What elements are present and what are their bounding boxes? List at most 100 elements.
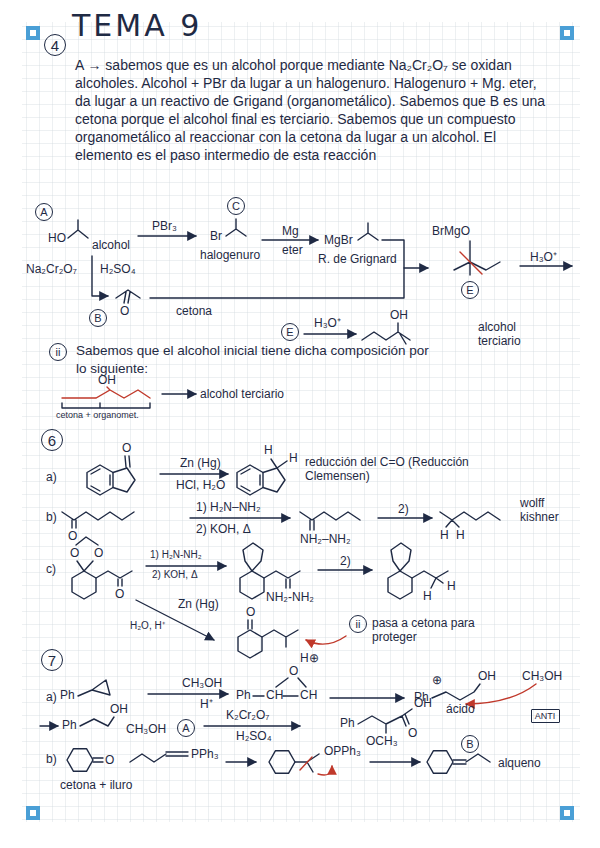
note-text: cetona [176, 304, 212, 318]
reaction-arrow [404, 267, 428, 268]
mark-text: A [182, 723, 189, 734]
note-text: 2) [398, 502, 409, 516]
bracket-line [150, 240, 404, 298]
reaction-arrow [162, 393, 196, 394]
note-text: H [423, 589, 432, 603]
reaction-arrow [226, 761, 256, 762]
note-text: H [440, 528, 449, 542]
reaction-arrow [190, 517, 290, 518]
note-text: O [68, 529, 77, 543]
red-arrow [318, 766, 332, 775]
reaction-arrow [520, 265, 572, 266]
note-text: a) [46, 690, 57, 704]
mark-text: 7 [48, 653, 56, 668]
circled-mark: B [461, 735, 479, 753]
note-text: alcohol terciario [200, 387, 284, 401]
note-text: Sabemos que el alcohol inicial tiene dic… [76, 342, 436, 378]
note-text: alcohol terciario [478, 320, 548, 349]
indanone-skeleton [91, 456, 135, 492]
note-text: CH₃OH [522, 669, 562, 683]
circled-mark: 4 [44, 34, 66, 56]
corner-mark [564, 810, 570, 816]
note-text: Na₂Cr₂O₇ [26, 262, 77, 276]
circled-mark: E [281, 323, 299, 341]
note-text: CH₃OH [182, 676, 222, 690]
carbonyl-bond [93, 758, 103, 762]
epoxide-skeleton [78, 680, 110, 696]
alkene-skeleton [453, 754, 490, 764]
red-arrow [306, 636, 346, 644]
note-text: Ph [62, 718, 77, 732]
note-text: cetona + iluro [60, 778, 132, 792]
note-text: Zn (Hg) [180, 456, 221, 470]
circled-mark: C [227, 197, 245, 215]
note-text: wolff kishner [520, 496, 582, 525]
note-text: HCl, H₂O [176, 478, 225, 492]
ylide-skeleton [130, 752, 188, 762]
note-text: OH [390, 308, 408, 322]
note-text: Zn (Hg) [178, 597, 219, 611]
note-text: MgBr [324, 233, 353, 247]
mark-text: A [40, 207, 47, 218]
alkane-skeleton [440, 512, 500, 527]
ketone-skeleton [116, 290, 140, 303]
reaction-arrow [370, 761, 420, 762]
note-text: H [289, 451, 298, 465]
mark-text: 4 [51, 38, 59, 53]
ketal-skeleton [76, 537, 132, 586]
mark-text: ii [56, 347, 61, 358]
note-text: c) [46, 562, 56, 576]
note-text: O [115, 587, 124, 601]
mark-text: C [232, 201, 240, 212]
note-text: R. de Grignard [318, 252, 397, 266]
mark-text: ii [356, 619, 361, 630]
grid-paper [22, 22, 580, 822]
circled-mark: ii [49, 343, 67, 361]
circled-mark: A [35, 203, 53, 221]
mark-text: B [466, 739, 473, 750]
mark-text: E [286, 327, 293, 338]
cyclohexane-ring [240, 571, 264, 599]
corner-mark [26, 26, 40, 40]
note-text: H₃O⁺ [314, 316, 341, 330]
note-text: H [447, 579, 456, 593]
note-text: ⊕ [432, 673, 442, 687]
page-title: TEMA 9 [72, 8, 202, 44]
red-slash [300, 757, 312, 770]
corner-mark [560, 806, 574, 820]
note-text: CH [300, 688, 317, 702]
note-text: H₂SO₄ [236, 729, 272, 743]
alcohol-skeleton [362, 323, 410, 344]
note-text: pasa a cetona para proteger [372, 616, 482, 645]
note-text: BrMgO [432, 224, 470, 238]
note-text: NH₂–NH₂ [300, 532, 351, 546]
note-text: PPh₃ [191, 747, 219, 761]
cyclohexanone-ring [67, 749, 93, 772]
red-slash [460, 252, 482, 274]
note-text: ácido [446, 702, 475, 716]
note-text: OH [110, 702, 128, 716]
ketone-skeleton [62, 512, 134, 528]
alkane-skeleton [391, 543, 448, 588]
note-text: 2) [340, 554, 351, 568]
reaction-arrow [318, 569, 372, 570]
mark-text: B [94, 313, 101, 324]
mark-text: ANTI [535, 712, 556, 721]
note-text: halogenuro [200, 248, 260, 262]
reaction-arrow [262, 239, 318, 240]
note-text: 1) H₂N–NH₂ [196, 500, 261, 514]
note-text: 2) KOH, Δ [152, 569, 198, 581]
mark-text: 6 [48, 433, 56, 448]
note-text: alcohol [92, 238, 130, 252]
note-text: b) [46, 510, 57, 524]
circled-mark: ii [349, 615, 367, 633]
note-text: K₂Cr₂O₇ [226, 708, 269, 722]
corner-mark [30, 30, 36, 36]
note-text: H [456, 528, 465, 542]
corner-mark [30, 810, 36, 816]
note-text: A → sabemos que es un alcohol porque med… [75, 56, 547, 164]
reaction-arrow [146, 565, 226, 566]
structures [40, 219, 572, 773]
cyclohexanone-ring [238, 630, 262, 658]
